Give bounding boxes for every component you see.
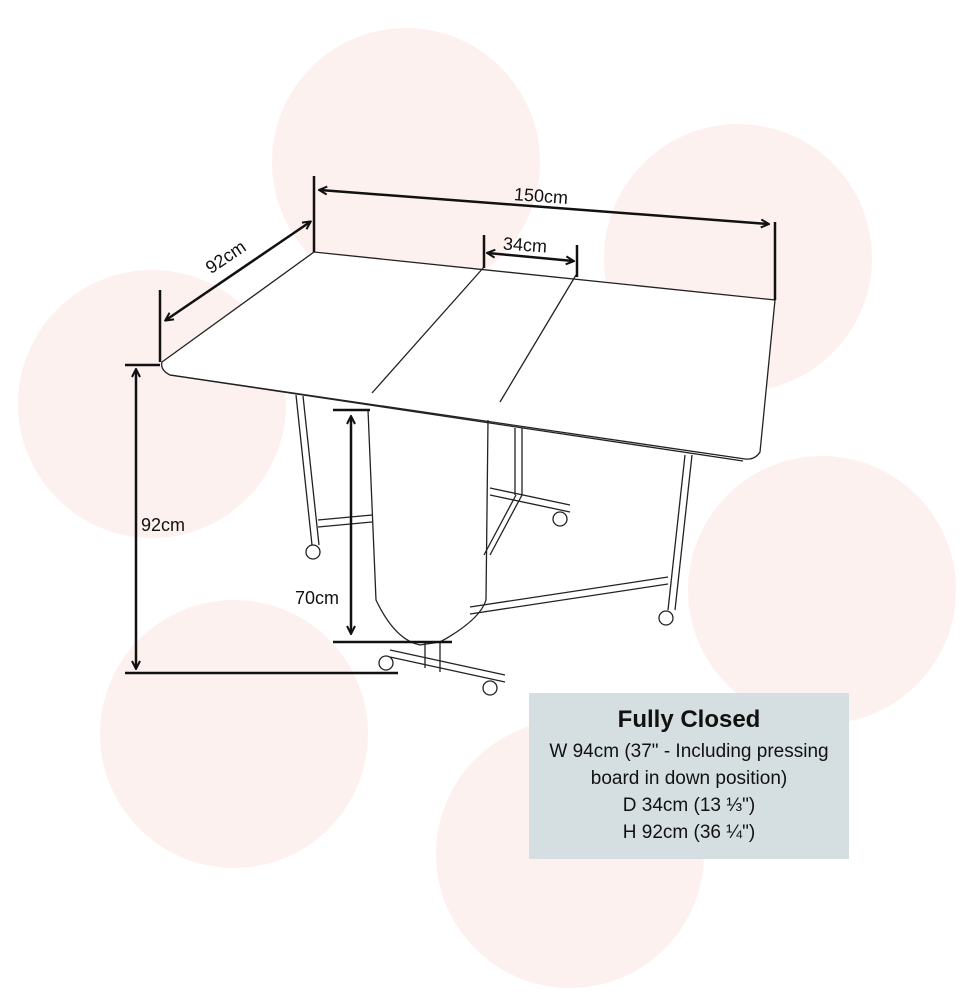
width-dimension-label: 150cm — [513, 184, 569, 208]
table-outline — [161, 251, 776, 696]
info-line-width-cont: board in down position) — [590, 768, 788, 789]
board-height-dimension-label: 70cm — [295, 588, 340, 608]
bg-circle-tools — [688, 456, 956, 724]
info-line-height: H 92cm (36 ¼") — [622, 822, 756, 843]
dimension-lines — [125, 176, 777, 675]
leaf-width-dimension-label: 34cm — [502, 233, 548, 257]
height-dimension-label: 92cm — [141, 515, 186, 535]
info-line-depth: D 34cm (13 ⅓") — [622, 795, 756, 816]
info-line-width: W 94cm (37" - Including pressing — [549, 741, 829, 762]
info-box-title: Fully Closed — [617, 706, 761, 733]
fully-closed-info-box: Fully Closed W 94cm (37" - Including pre… — [529, 693, 849, 859]
bg-circle-sewing-machine-2 — [100, 600, 368, 868]
